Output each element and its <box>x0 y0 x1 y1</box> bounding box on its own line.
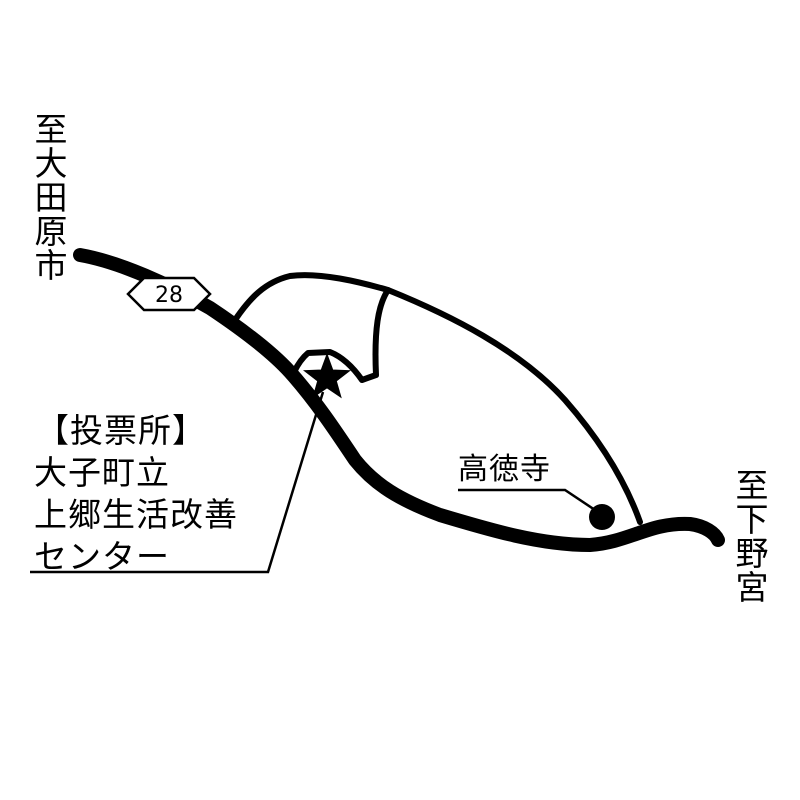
temple-label: 高徳寺 <box>458 452 551 487</box>
temple-leader-line <box>458 488 599 514</box>
route-shield-outline <box>126 276 212 312</box>
polling-station-name-line-2: 上郷生活改善 <box>34 495 238 534</box>
polling-station-header: 【投票所】 <box>36 411 206 450</box>
main-road <box>73 248 725 552</box>
polling-station-leader-line <box>30 391 325 574</box>
branch-road <box>291 287 391 383</box>
temple-marker-icon <box>589 504 615 530</box>
polling-station-name-line-3: センター <box>34 537 170 576</box>
direction-label-shimonomiya: 至下野宮 <box>730 468 769 604</box>
polling-station-name-line-1: 大子町立 <box>34 453 170 492</box>
direction-label-otawara: 至大田原市 <box>29 112 68 282</box>
route-shield: 28 <box>126 276 212 312</box>
route-shield-number: 28 <box>155 283 183 308</box>
loop-road <box>232 272 643 525</box>
polling-station-star-icon <box>303 352 351 399</box>
